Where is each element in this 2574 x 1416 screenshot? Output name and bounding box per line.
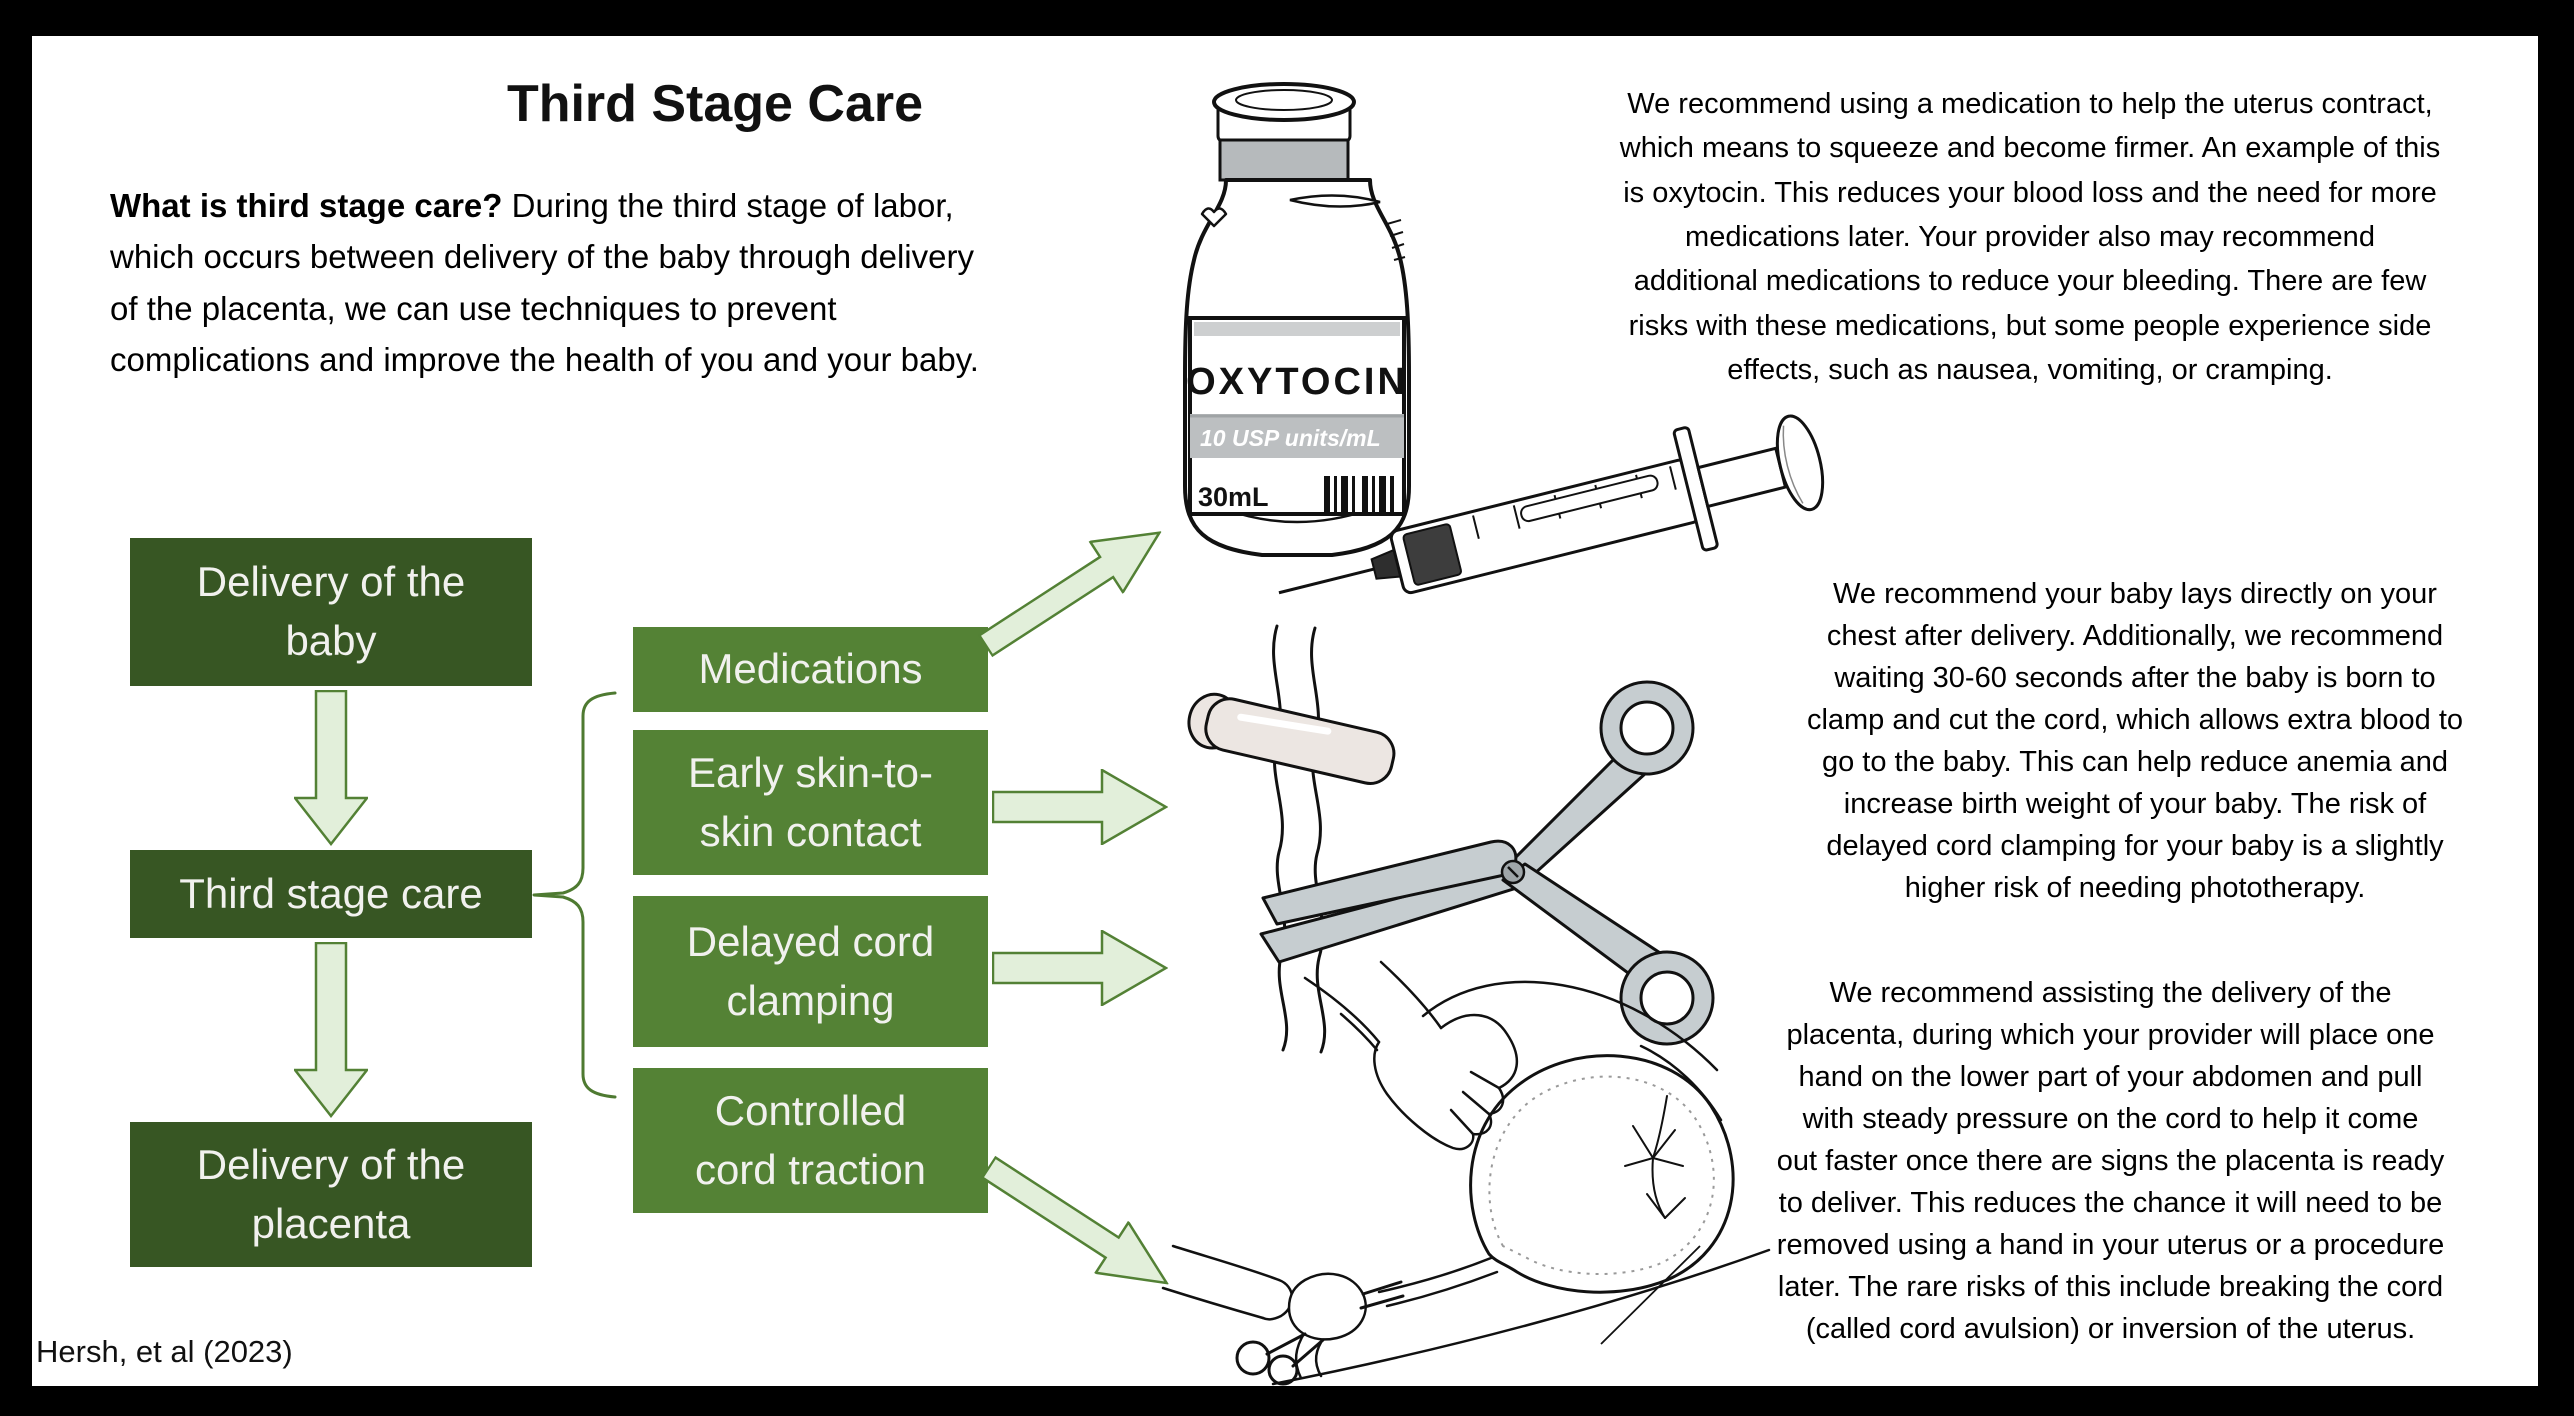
intervention-box-medications: Medications — [633, 627, 988, 712]
vial-strength: 10 USP units/mL — [1200, 425, 1381, 451]
stage-box-third-stage-care: Third stage care — [130, 850, 532, 938]
cord-clamp — [1187, 692, 1396, 785]
cord-care-paragraph: We recommend your baby lays directly on … — [1806, 578, 2464, 905]
cord-cutting-illustration — [1187, 624, 1715, 1054]
intervention-box-skin-to-skin: Early skin-to- skin contact — [633, 730, 988, 875]
provider-hand-on-abdomen — [1303, 960, 1519, 1151]
provider-hand-pulling-cord — [1161, 1244, 1367, 1341]
placenta-vessels — [1624, 1095, 1686, 1219]
vial-volume: 30mL — [1198, 482, 1269, 512]
medications-paragraph: We recommend using a medication to help … — [1619, 88, 2441, 387]
callout-line — [1600, 1245, 1701, 1345]
arrow-to-cord-clamping-icon — [992, 930, 1168, 1006]
down-arrow-icon — [294, 690, 368, 846]
scissors — [1259, 680, 1715, 1046]
stage-box-delivery-placenta: Delivery of the placenta — [130, 1122, 532, 1267]
page-title: Third Stage Care — [506, 75, 924, 133]
brace-connector — [532, 691, 617, 1099]
forceps — [1235, 1280, 1405, 1386]
intro-paragraph: What is third stage care? During the thi… — [110, 180, 1190, 386]
intervention-box-cord-traction: Controlled cord traction — [633, 1068, 988, 1213]
arrow-to-medication-icon — [977, 531, 1162, 658]
placenta-delivery-illustration — [1161, 960, 1771, 1386]
arrow-to-skin-contact-icon — [992, 769, 1168, 845]
citation: Hersh, et al (2023) — [36, 1334, 293, 1369]
intervention-box-delayed-clamping: Delayed cord clamping — [633, 896, 988, 1047]
intro-body: During the third stage of labor, which o… — [110, 187, 979, 379]
placenta-paragraph: We recommend assisting the delivery of t… — [1776, 977, 2445, 1346]
down-arrow-icon — [294, 942, 368, 1118]
intro-lead: What is third stage care? — [110, 187, 503, 224]
vial-barcode — [1324, 476, 1394, 514]
stage-box-delivery-baby: Delivery of the baby — [130, 538, 532, 686]
syringe-illustration — [1278, 414, 1825, 595]
oxytocin-vial-illustration: OXYTOCIN 10 USP units/mL 30mL — [1183, 82, 1411, 557]
vial-drug-name: OXYTOCIN — [1186, 361, 1408, 403]
arrow-to-cord-traction-icon — [980, 1155, 1170, 1285]
vial-heart-mark — [1200, 207, 1228, 228]
